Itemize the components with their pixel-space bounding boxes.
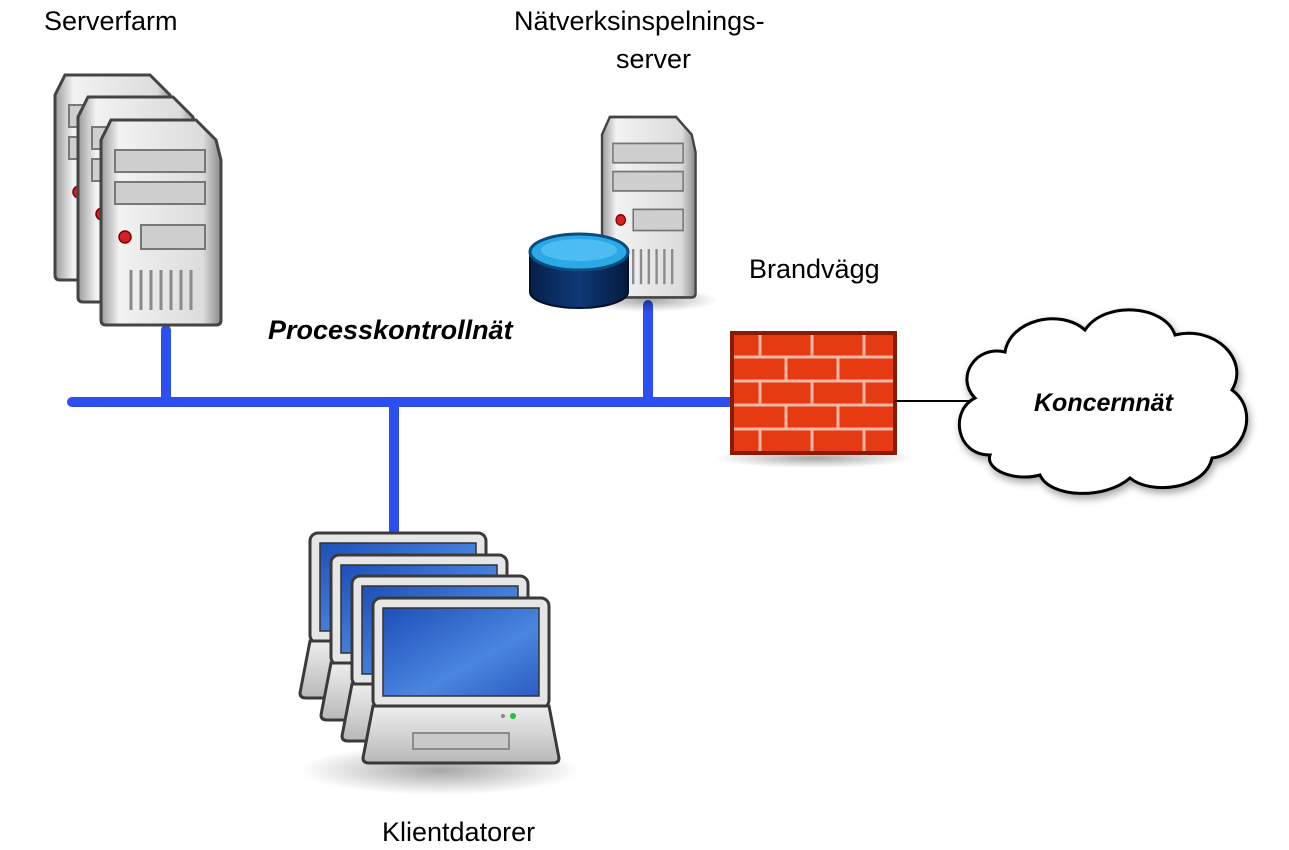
clients-label: Klientdatorer <box>382 817 536 847</box>
process-network-label: Processkontrollnät <box>268 315 513 345</box>
process-network-bus <box>67 300 740 540</box>
server-farm-label: Serverfarm <box>44 6 178 36</box>
database-icon <box>528 232 630 309</box>
server-stack-icon <box>53 73 223 327</box>
corporate-network-label: Koncernnät <box>1034 389 1173 417</box>
recording-server-label-line2: server <box>616 44 692 74</box>
brick-firewall-icon <box>715 331 915 468</box>
laptop-stack-icon <box>298 531 580 795</box>
cloud-icon <box>958 308 1249 495</box>
recording-server-label-line1: Nätverksinspelnings- <box>514 6 765 36</box>
firewall-label: Brandvägg <box>749 254 880 284</box>
